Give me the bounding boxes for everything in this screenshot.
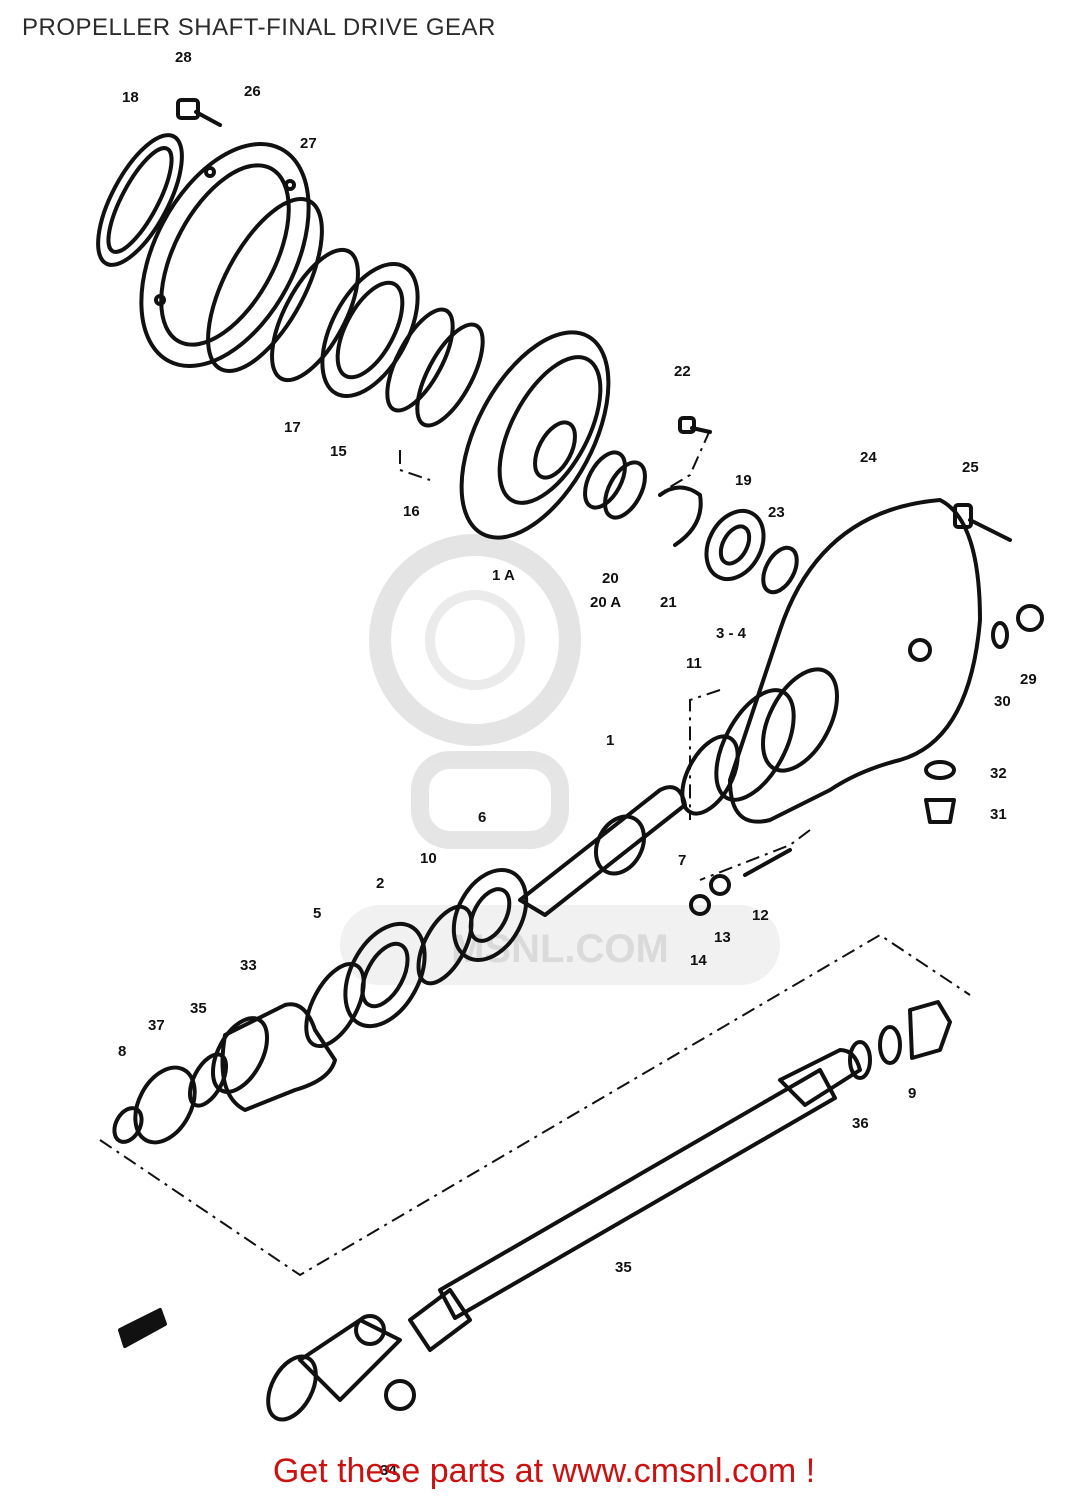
callout-15: 15 — [330, 443, 347, 460]
callout-34: 34 — [380, 1462, 397, 1479]
callout-27: 27 — [300, 135, 317, 152]
part-32-washer — [924, 760, 956, 780]
reference-lines — [99, 429, 971, 1277]
part-18-oil-seal — [96, 133, 184, 267]
callout-37: 37 — [148, 1017, 165, 1034]
callout-31: 31 — [990, 806, 1007, 823]
callout-7: 7 — [678, 852, 686, 869]
part-17-spacer — [270, 247, 360, 383]
page-title: PROPELLER SHAFT-FINAL DRIVE GEAR — [22, 14, 496, 41]
part-13-washer — [709, 874, 731, 896]
callout-12: 12 — [752, 907, 769, 924]
part-3-4-gasket — [714, 688, 796, 802]
callout-8: 8 — [118, 1043, 126, 1060]
watermark: MSNL.COM — [340, 534, 780, 985]
callout-19: 19 — [735, 472, 752, 489]
callout-25: 25 — [962, 459, 979, 476]
callout-5: 5 — [313, 905, 321, 922]
front-arrow-icon — [118, 1308, 167, 1348]
callout-29: 29 — [1020, 671, 1037, 688]
callout-22: 22 — [674, 363, 691, 380]
callout-17: 17 — [284, 419, 301, 436]
part-22-bolt — [678, 416, 712, 434]
callout-1a: 1 A — [492, 567, 515, 584]
part-34-universal-joint — [266, 1288, 472, 1422]
part-20-shim — [583, 450, 627, 510]
part-23-shim — [761, 545, 799, 595]
part-29-plug — [1016, 604, 1044, 632]
callout-9: 9 — [908, 1085, 916, 1102]
part-24-final-gear-case — [728, 498, 982, 824]
callout-28: 28 — [175, 49, 192, 66]
part-16-shim-b — [415, 322, 485, 428]
callout-labels: 28 18 26 27 17 15 16 1 A 20 20 A 21 22 1… — [118, 49, 1037, 1479]
callout-13: 13 — [714, 929, 731, 946]
part-28-bolt — [176, 98, 222, 127]
callout-36: 36 — [852, 1115, 869, 1132]
part-8-washer — [112, 1106, 144, 1144]
part-35-propeller-shaft — [438, 1025, 902, 1320]
watermark-text: MSNL.COM — [451, 927, 669, 971]
callout-35-upper: 35 — [190, 1000, 207, 1017]
callout-10: 10 — [420, 850, 437, 867]
part-37-oil-seal — [133, 1065, 197, 1145]
callout-32: 32 — [990, 765, 1007, 782]
part-16-shim — [385, 307, 455, 413]
part-35-o-ring — [187, 1052, 229, 1108]
part-20a-shim — [603, 460, 647, 520]
part-12-stud — [743, 848, 792, 877]
part-30-gasket — [991, 621, 1009, 649]
part-10-spacer — [416, 904, 474, 986]
callout-20: 20 — [602, 570, 619, 587]
part-25-breather — [953, 503, 1012, 542]
callout-18: 18 — [122, 89, 139, 106]
callout-14: 14 — [690, 952, 707, 969]
callout-20a: 20 A — [590, 594, 621, 611]
part-14-nut — [689, 894, 711, 916]
callout-6: 6 — [478, 809, 486, 826]
callout-23: 23 — [768, 504, 785, 521]
callout-33: 33 — [240, 957, 257, 974]
callout-1: 1 — [606, 732, 614, 749]
footer-link[interactable]: Get these parts at www.cmsnl.com ! — [272, 1452, 816, 1490]
part-1-drive-pinion — [518, 785, 687, 917]
part-9-nut — [908, 1000, 952, 1060]
callout-35-shaft: 35 — [615, 1259, 632, 1276]
part-5-circlip — [304, 961, 366, 1049]
callout-30: 30 — [994, 693, 1011, 710]
part-27-o-ring — [206, 197, 324, 373]
part-26-bearing-case — [139, 142, 311, 368]
part-31-plug — [924, 798, 956, 824]
callout-11: 11 — [686, 655, 702, 672]
callout-26: 26 — [244, 83, 261, 100]
part-33-coupling — [210, 1002, 337, 1112]
part-19-bearing — [704, 508, 766, 582]
callout-24: 24 — [860, 449, 877, 466]
callout-21: 21 — [660, 594, 677, 611]
part-2-bearing — [343, 921, 427, 1029]
callout-2: 2 — [376, 875, 384, 892]
callout-3-4: 3 - 4 — [716, 625, 747, 642]
part-21-circlip — [658, 485, 703, 547]
part-6-bearing — [451, 868, 529, 962]
part-15-bearing — [320, 261, 420, 399]
callout-16: 16 — [403, 503, 420, 520]
part-1a-final-driven-gear — [459, 330, 611, 540]
